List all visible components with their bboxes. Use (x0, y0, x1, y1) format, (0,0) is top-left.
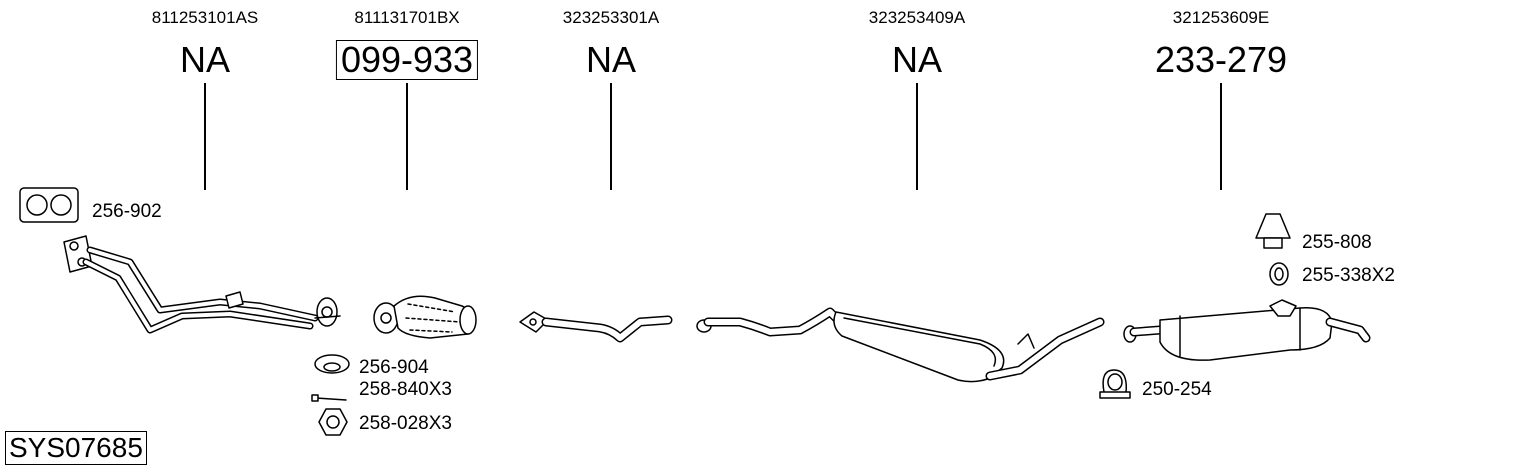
accessory-label-seal-ring: 256-904 (359, 357, 429, 378)
leader-line-front-pipe (204, 83, 206, 190)
clamp-icon (1099, 369, 1131, 399)
leader-line-rear-silencer (1220, 83, 1222, 190)
rubber-mount-icon (1255, 213, 1291, 249)
rubber-ring-icon (1269, 262, 1289, 286)
leader-line-catalytic-converter (406, 83, 408, 190)
part-ref-intermediate-pipe: NA (585, 39, 637, 80)
part-ref-middle-silencer: NA (891, 39, 943, 80)
accessory-label-rubber-mount: 255-808 (1302, 232, 1372, 253)
leader-line-middle-silencer (916, 83, 918, 190)
gasket-icon (19, 187, 79, 223)
seal-ring-icon (314, 354, 350, 374)
part-ref-front-pipe: NA (179, 39, 231, 80)
accessory-label-clamp: 250-254 (1142, 379, 1212, 400)
intermediate-pipe-icon (519, 311, 673, 343)
oem-number-rear-silencer: 321253609E (1172, 8, 1270, 27)
catalytic-converter-icon (373, 295, 477, 339)
leader-line-intermediate-pipe (610, 83, 612, 190)
front-pipe-icon (63, 235, 341, 334)
accessory-label-bolt: 258-840X3 (359, 379, 452, 400)
oem-number-middle-silencer: 323253409A (868, 8, 966, 27)
rear-silencer-icon (1123, 299, 1371, 361)
oem-number-catalytic-converter: 811131701BX (354, 8, 460, 27)
system-code-label: SYS07685 (5, 431, 147, 465)
middle-silencer-icon (696, 307, 1105, 383)
oem-number-front-pipe: 811253101AS (151, 8, 259, 27)
part-ref-catalytic-converter: 099-933 (335, 40, 479, 80)
accessory-label-gasket: 256-902 (92, 201, 162, 222)
accessory-label-nut: 258-028X3 (359, 413, 452, 434)
bolt-icon (311, 394, 347, 402)
part-ref-rear-silencer: 233-279 (1154, 39, 1288, 80)
accessory-label-rubber-ring: 255-338X2 (1302, 265, 1395, 286)
oem-number-intermediate-pipe: 323253301A (562, 8, 660, 27)
nut-icon (318, 408, 348, 436)
